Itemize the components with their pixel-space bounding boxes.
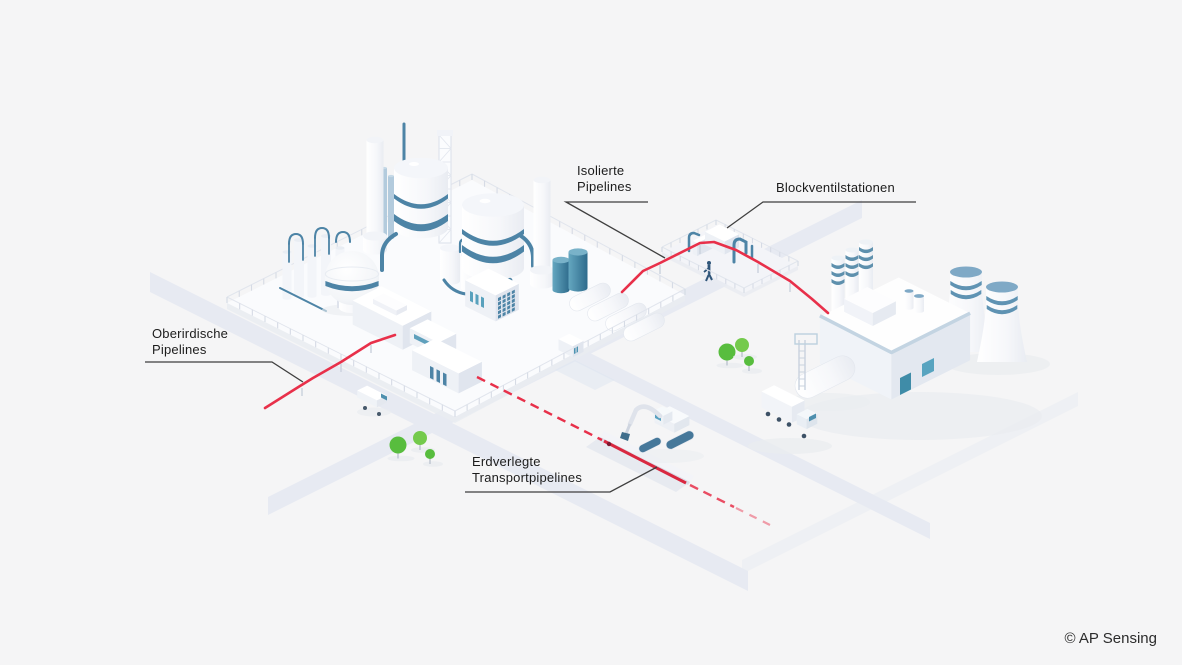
callout-line: Pipelines [152, 341, 207, 357]
side-tank [786, 333, 870, 411]
tree [733, 338, 757, 360]
truck [748, 385, 832, 454]
road [742, 392, 1078, 574]
aboveground-pipeline [263, 333, 397, 410]
storage-tank [394, 157, 448, 239]
excavator [620, 404, 704, 463]
callout-erdverlegte-transportpipelines: Erdverlegte Transportpipelines [472, 454, 582, 486]
small-tank [440, 244, 460, 285]
gas-tank [552, 256, 570, 294]
roof-vent [904, 289, 914, 310]
bullet-tank [605, 302, 647, 332]
sphere-tank [322, 251, 382, 316]
callout-line: Oberirdische [152, 326, 229, 341]
chimney [366, 136, 384, 244]
callout-line: Transportpipelines [472, 469, 583, 485]
callout-line: Blockventilstationen [776, 180, 895, 195]
buried-pipeline [476, 375, 771, 526]
leader-blockventil [726, 201, 916, 229]
ladder [798, 340, 806, 390]
cooling-tower [977, 281, 1027, 362]
excavator-track [638, 437, 662, 453]
worker-figure [703, 261, 713, 282]
power-plant-building [819, 277, 971, 400]
tree [423, 449, 443, 467]
leader-erdverlegte [465, 466, 658, 493]
power-plant-roof-structure [844, 287, 896, 326]
tree [387, 436, 415, 462]
roof-vent [914, 294, 924, 313]
station-pipes [687, 231, 754, 264]
van [357, 385, 391, 417]
insulated-pipeline [620, 240, 830, 315]
bullet-tanks [569, 282, 665, 342]
bullet-tank [569, 282, 611, 312]
sawtooth-factory [412, 338, 482, 394]
road [150, 272, 748, 591]
horizontal-tank [794, 355, 856, 399]
storage-tank [462, 193, 524, 280]
tree [716, 343, 744, 369]
callout-line: Erdverlegte [472, 454, 541, 469]
chimney [533, 176, 551, 280]
factory-building [465, 268, 519, 322]
thin-column [388, 174, 394, 240]
bullet-tank [587, 292, 629, 322]
copyright-text: © AP Sensing [1064, 630, 1157, 647]
leader-isolierte [563, 201, 666, 259]
callout-blockventilstationen: Blockventilstationen [776, 180, 895, 196]
tree [742, 356, 762, 374]
gas-tank [568, 248, 588, 292]
bullet-tank [623, 312, 665, 342]
callout-oberirdische-pipelines: Oberirdische Pipelines [152, 326, 228, 358]
callout-line: Isolierte [577, 163, 625, 178]
callout-leader-lines [145, 201, 916, 493]
road [556, 336, 930, 539]
ground-patch [555, 360, 615, 390]
excavator-track [665, 430, 695, 450]
chimney-base [530, 265, 554, 289]
refinery-fence-front [226, 288, 686, 417]
warehouse-skylight [373, 293, 407, 316]
gatehouse [558, 333, 584, 358]
callout-isolierte-pipelines: Isolierte Pipelines [577, 163, 632, 195]
callout-line: Pipelines [577, 178, 632, 194]
leader-oberirdische [145, 361, 304, 383]
